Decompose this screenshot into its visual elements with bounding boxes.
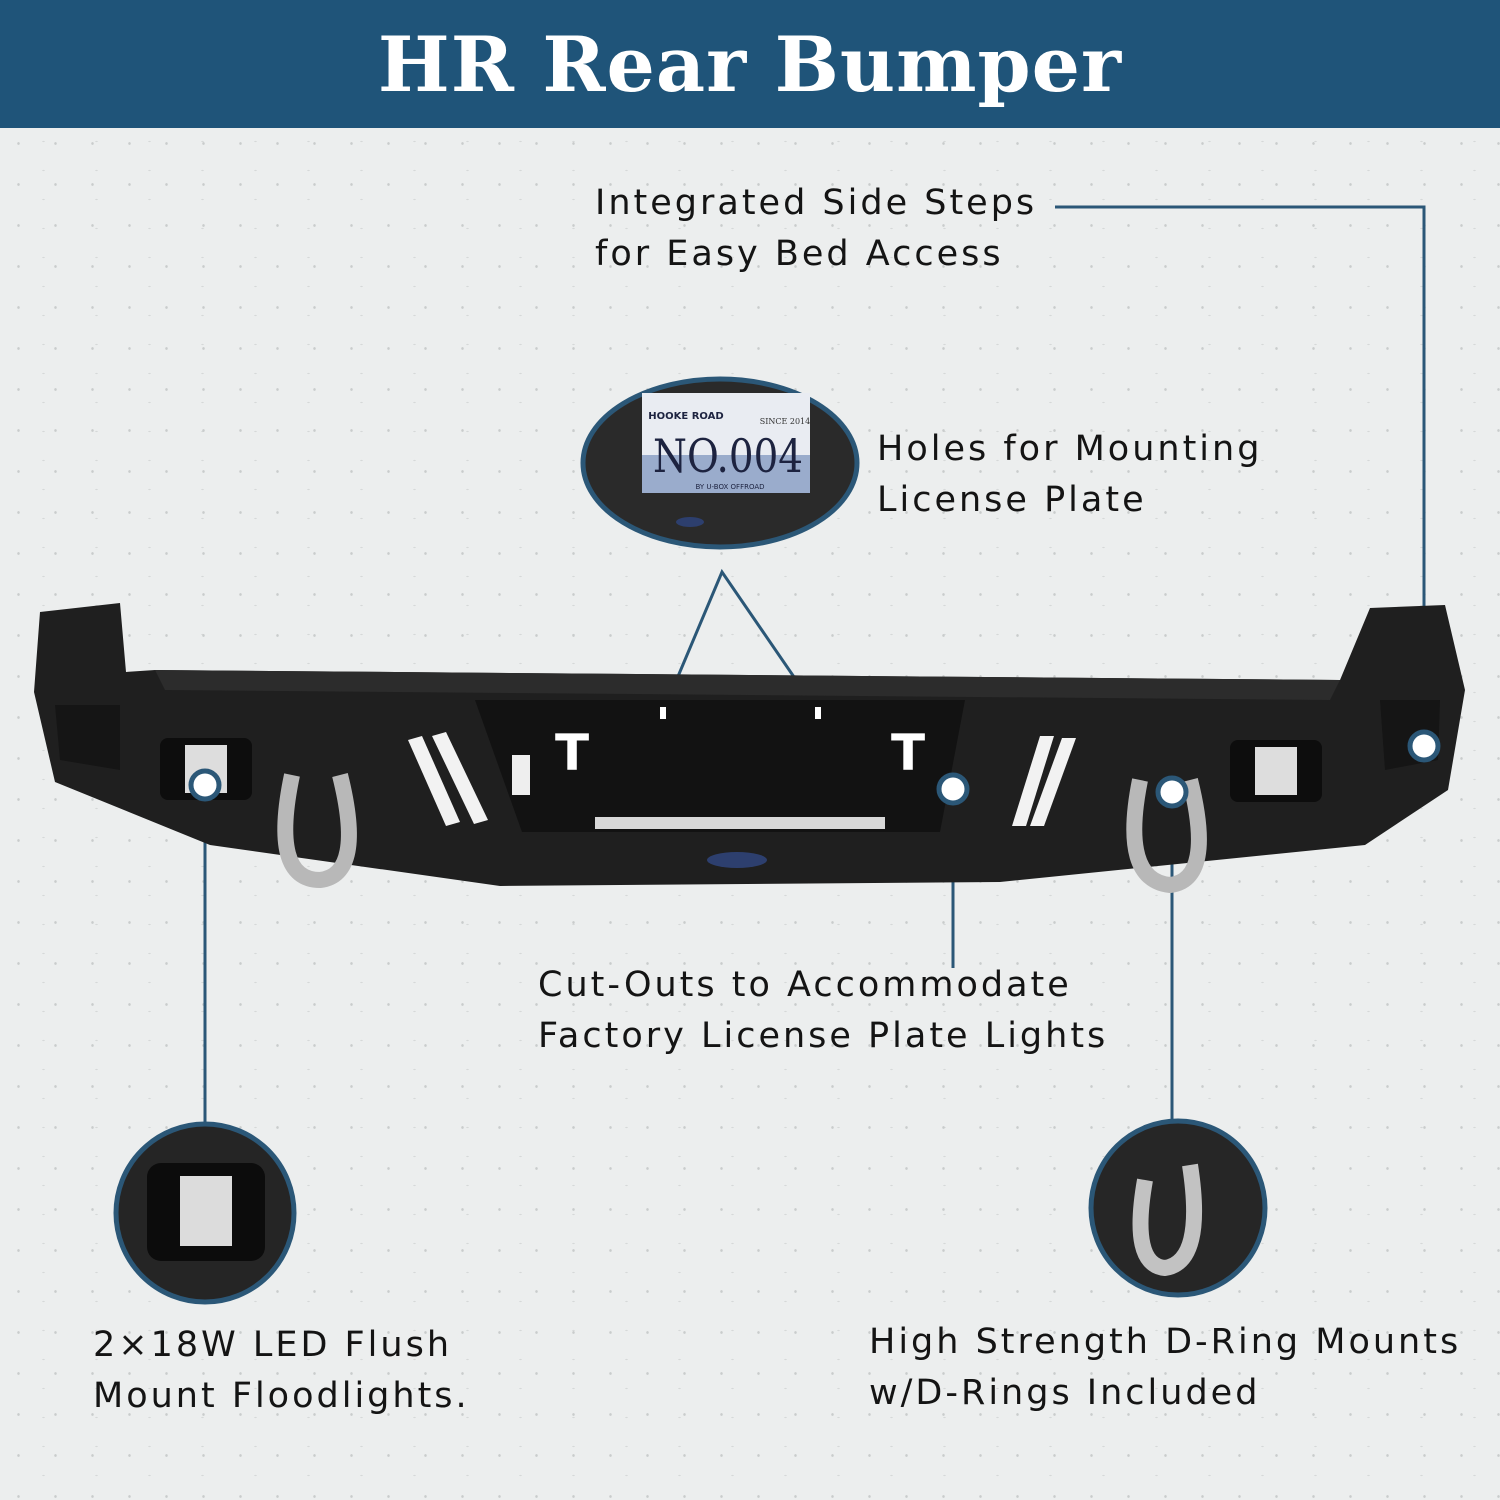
callout-text: w/D-Rings Included [869, 1373, 1261, 1413]
plate-number: NO.004 [653, 429, 803, 483]
d-ring-inset [1088, 1118, 1268, 1298]
callout-text: Integrated Side Steps [595, 183, 1038, 223]
svg-text:T: T [891, 724, 925, 782]
callout-license-holes: Holes for Mounting License Plate [877, 424, 1262, 526]
callout-line-license-holes [661, 568, 820, 713]
led-inset [113, 1121, 297, 1305]
license-recess [475, 700, 965, 832]
page-title: HR Rear Bumper [377, 19, 1123, 109]
callout-markers [188, 729, 1441, 809]
callout-text: License Plate [877, 480, 1147, 520]
slot-cutouts [408, 732, 1076, 826]
d-ring-left [277, 773, 357, 889]
callout-text: Factory License Plate Lights [538, 1016, 1109, 1056]
plate-footer: BY U-BOX OFFROAD [695, 483, 764, 491]
d-ring-right [1126, 778, 1207, 894]
callout-text: Mount Floodlights. [93, 1376, 470, 1416]
license-plate-inset: HOOKE ROAD SINCE 2014 NO.004 BY U-BOX OF… [580, 376, 860, 550]
bumper: T T [34, 603, 1465, 894]
callout-line-side-steps [1055, 205, 1426, 735]
floodlight-right [1230, 740, 1322, 802]
callout-text: Holes for Mounting [877, 429, 1263, 469]
callout-d-ring: High Strength D-Ring Mounts w/D-Rings In… [869, 1317, 1461, 1419]
callout-text: High Strength D-Ring Mounts [869, 1322, 1462, 1362]
callout-text: for Easy Bed Access [595, 234, 1004, 274]
plate-brand: HOOKE ROAD [648, 411, 723, 422]
svg-text:T: T [555, 724, 589, 782]
callout-cutouts: Cut-Outs to Accommodate Factory License … [538, 960, 1108, 1062]
callout-led: 2×18W LED Flush Mount Floodlights. [93, 1320, 470, 1422]
callout-text: Cut-Outs to Accommodate [538, 965, 1072, 1005]
header-banner: HR Rear Bumper [0, 0, 1500, 128]
callout-side-steps: Integrated Side Steps for Easy Bed Acces… [595, 178, 1037, 280]
plate-since: SINCE 2014 [760, 417, 811, 426]
callout-text: 2×18W LED Flush [93, 1325, 453, 1365]
